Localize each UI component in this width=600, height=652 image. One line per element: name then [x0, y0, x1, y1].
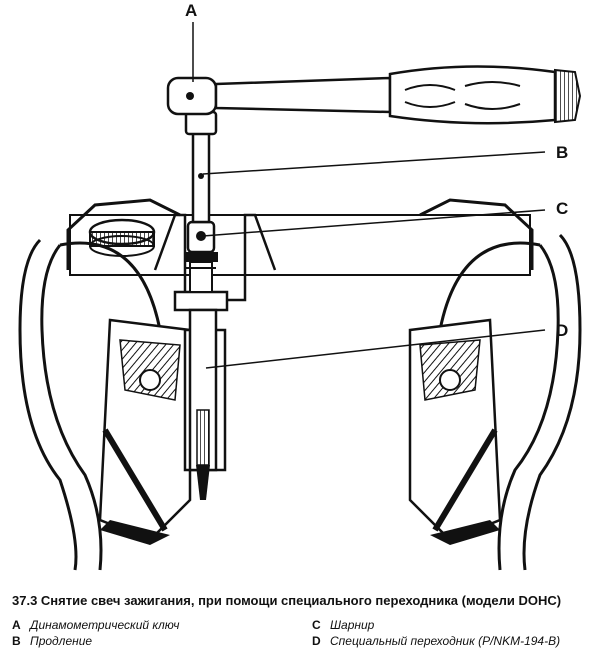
oil-filler-cap [88, 218, 156, 257]
callout-a: A [185, 1, 198, 20]
cylinder-head [18, 198, 582, 571]
valve-chamber-left [98, 318, 192, 545]
figure-caption: 37.3 Снятие свеч зажигания, при помощи с… [12, 593, 562, 608]
legend-item-d: D Специальный переходник (P/NKM-194-B) [312, 634, 560, 648]
legend-key: B [12, 634, 21, 648]
valve-chamber-right [408, 318, 502, 545]
legend-key: C [312, 618, 321, 632]
legend-text: Продление [30, 634, 93, 648]
legend-item-a: A Динамометрический ключ [12, 618, 180, 632]
callout-d: D [556, 321, 569, 340]
engine-diagram [18, 22, 582, 571]
leader-lines [192, 22, 546, 369]
legend-key: D [312, 634, 321, 648]
extension-bar [184, 110, 218, 224]
legend-text: Специальный переходник (P/NKM-194-B) [330, 634, 561, 648]
legend-item-c: C Шарнир [312, 618, 374, 632]
legend-text: Шарнир [330, 618, 375, 632]
callout-c: C [556, 199, 569, 218]
legend-key: A [12, 618, 21, 632]
legend-text: Динамометрический ключ [30, 618, 180, 632]
callout-b: B [556, 143, 569, 162]
legend-item-b: B Продление [12, 634, 92, 648]
torque-wrench [166, 65, 582, 125]
universal-joint [184, 220, 218, 293]
